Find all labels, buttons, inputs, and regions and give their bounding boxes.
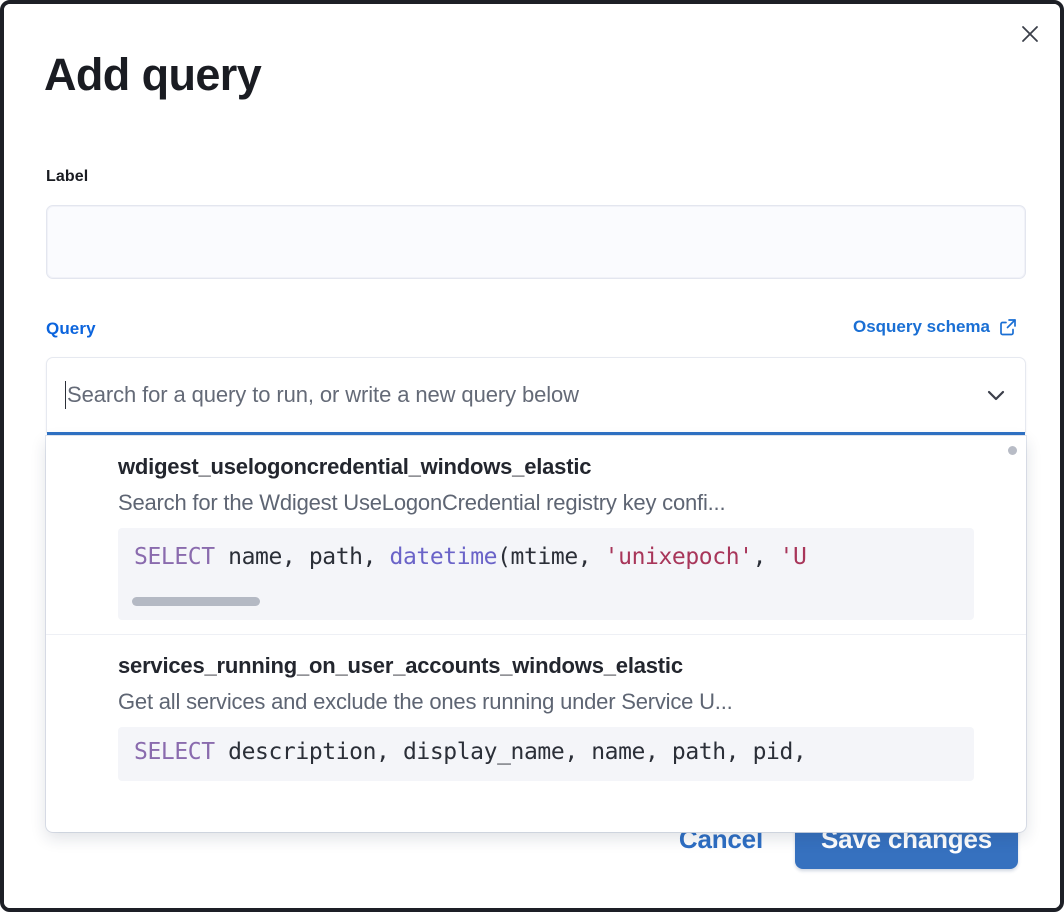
external-link-icon <box>998 317 1018 337</box>
dropdown-scroll-area: wdigest_uselogoncredential_windows_elast… <box>46 436 1026 832</box>
list-item[interactable]: wdigest_uselogoncredential_windows_elast… <box>46 436 1026 620</box>
sql-text-1: name, path, <box>214 544 390 570</box>
osquery-schema-link-label: Osquery schema <box>852 317 990 336</box>
list-item[interactable]: services_running_on_user_accounts_window… <box>46 634 1026 781</box>
query-options-dropdown[interactable]: wdigest_uselogoncredential_windows_elast… <box>46 436 1026 832</box>
add-query-modal: Add query Label Query Osquery schema Sea… <box>4 4 1060 908</box>
dropdown-vertical-scrollbar[interactable] <box>1008 446 1017 455</box>
option-title: wdigest_uselogoncredential_windows_elast… <box>118 454 592 479</box>
sql-text-2: (mtime, <box>497 544 605 570</box>
label-field-label: Label <box>46 168 89 185</box>
option-sql-preview: SELECT name, path, datetime(mtime, 'unix… <box>118 528 974 620</box>
query-field-label: Query <box>46 319 96 338</box>
text-caret <box>65 381 66 409</box>
sql-keyword: SELECT <box>134 739 215 765</box>
option-description: Search for the Wdigest UseLogonCredentia… <box>118 490 726 515</box>
sql-horizontal-scrollbar[interactable] <box>132 597 260 606</box>
sql-text-3: , <box>752 544 780 570</box>
option-sql-text: SELECT name, path, datetime(mtime, 'unix… <box>134 544 807 570</box>
sql-keyword: SELECT <box>134 544 215 570</box>
osquery-schema-link[interactable]: Osquery schema <box>853 317 1018 337</box>
query-search-combobox[interactable]: Search for a query to run, or write a ne… <box>46 357 1026 435</box>
option-sql-preview: SELECT description, display_name, name, … <box>118 727 974 781</box>
sql-string-1: 'unixepoch' <box>604 544 753 570</box>
close-icon <box>1018 22 1042 46</box>
sql-function: datetime <box>389 544 498 570</box>
label-input[interactable] <box>46 205 1026 279</box>
option-title: services_running_on_user_accounts_window… <box>118 653 683 678</box>
sql-text-1: description, display_name, name, path, p… <box>214 739 807 765</box>
option-description: Get all services and exclude the ones ru… <box>118 689 733 714</box>
chevron-down-icon[interactable] <box>981 380 1011 410</box>
page-title: Add query <box>44 49 262 100</box>
option-sql-text: SELECT description, display_name, name, … <box>134 739 807 765</box>
query-search-input-placeholder: Search for a query to run, or write a ne… <box>67 382 579 407</box>
close-button[interactable] <box>1012 16 1048 52</box>
sql-string-2: 'U <box>779 544 807 570</box>
